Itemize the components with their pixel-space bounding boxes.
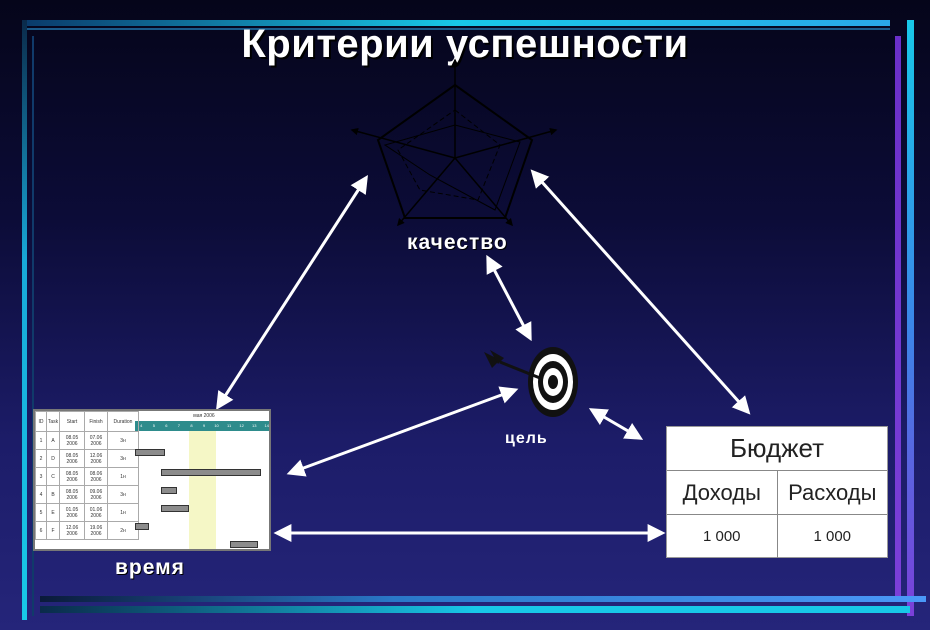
gantt-cell-task: B — [46, 485, 60, 504]
gantt-day: 9 — [202, 423, 206, 428]
gantt-cell-finish: 08.06 2006 — [84, 467, 108, 486]
frame-bottom-line — [40, 596, 926, 602]
gantt-cell-id: 4 — [35, 485, 47, 504]
arrow-goal-time — [286, 386, 519, 477]
gantt-cell-task: A — [46, 431, 60, 450]
gantt-day: 7 — [177, 423, 181, 428]
gantt-cell-task: E — [46, 503, 60, 522]
gantt-cell-finish: 09.06 2006 — [84, 485, 108, 504]
gantt-bar — [161, 469, 261, 476]
gantt-cell-finish: 12.06 2006 — [84, 449, 108, 468]
gantt-day: 10 — [214, 423, 219, 428]
gantt-cell-dur: 1н — [107, 467, 139, 486]
gantt-header-id: ID — [35, 411, 47, 432]
gantt-day: 5 — [152, 423, 155, 428]
gantt-bar — [161, 505, 189, 512]
gantt-day: 12 — [239, 423, 244, 428]
gantt-cell-dur: 1н — [107, 503, 139, 522]
gantt-day: 4 — [140, 423, 143, 428]
gantt-day: 14 — [264, 423, 269, 428]
budget-expense-header: Расходы — [776, 471, 888, 514]
arrow-quality-time — [216, 174, 368, 411]
gantt-day: 8 — [190, 423, 193, 428]
gantt-header-duration: Duration — [107, 411, 139, 432]
time-label: время — [115, 556, 185, 579]
gantt-bar — [135, 523, 149, 530]
gantt-cell-task: C — [46, 467, 60, 486]
gantt-cell-start: 01.05 2006 — [59, 503, 85, 522]
arrow-goal-budget — [588, 408, 644, 440]
gantt-cell-start: 12.06 2006 — [59, 521, 85, 540]
gantt-cell-id: 3 — [35, 467, 47, 486]
frame-bottom-line-thin — [40, 606, 910, 613]
gantt-bar — [135, 449, 165, 456]
gantt-cell-dur: 3н — [107, 449, 139, 468]
radar-inner-shape — [397, 109, 501, 201]
gantt-cell-id: 2 — [35, 449, 47, 468]
radar-inner-shape-2 — [383, 124, 521, 211]
gantt-header-task: Task — [46, 411, 60, 432]
gantt-cell-start: 08.05 2006 — [59, 449, 85, 468]
gantt-cell-dur: 3н — [107, 485, 139, 504]
arrows — [216, 169, 751, 542]
gantt-cell-start: 08.05 2006 — [59, 431, 85, 450]
gantt-cell-dur: 3н — [107, 431, 139, 450]
gantt-cell-finish: 19.06 2006 — [84, 521, 108, 540]
frame-right-line-inner — [895, 36, 901, 596]
gantt-cell-finish: 07.06 2006 — [84, 431, 108, 450]
gantt-day: 6 — [165, 423, 168, 428]
quality-label: качество — [407, 231, 508, 254]
gantt-header-start: Start — [59, 411, 85, 432]
frame-right-line — [907, 20, 914, 616]
gantt-day: 11 — [227, 423, 232, 428]
target-icon — [484, 347, 578, 417]
frame-left-line — [22, 20, 27, 620]
slide-title: Критерии успешности — [241, 22, 689, 66]
budget-income-value: 1 000 — [702, 528, 741, 545]
gantt-cell-start: 08.05 2006 — [59, 467, 85, 486]
gantt-cell-dur: 2н — [107, 521, 139, 540]
gantt-cell-start: 08.05 2006 — [59, 485, 85, 504]
gantt-days: 4 5 6 7 8 9 10 11 12 13 14 — [135, 421, 269, 431]
frame-top-line — [24, 20, 890, 26]
arrow-quality-goal — [486, 254, 532, 342]
gantt-cell-id: 1 — [35, 431, 47, 450]
gantt-cell-finish: 01.06 2006 — [84, 503, 108, 522]
budget-expense-value: 1 000 — [776, 515, 888, 558]
gantt-cell-id: 6 — [35, 521, 47, 540]
budget-title: Бюджет — [667, 427, 887, 471]
gantt-header-finish: Finish — [84, 411, 108, 432]
gantt-day: 13 — [251, 423, 257, 428]
radar-outer-pentagon — [376, 83, 534, 219]
arrow-quality-budget — [530, 169, 751, 415]
gantt-cell-id: 5 — [35, 503, 47, 522]
gantt-highlight — [189, 431, 216, 549]
frame-left-line-thin — [32, 36, 34, 616]
goal-label: цель — [505, 430, 548, 447]
frame-top-line-thin — [24, 28, 890, 30]
gantt-cell-task: D — [46, 449, 60, 468]
budget-income-header: Доходы — [682, 479, 761, 505]
gantt-cell-task: F — [46, 521, 60, 540]
budget-table: Бюджет Доходы Расходы 1 000 1 000 — [666, 426, 888, 558]
quality-radar-icon — [350, 58, 558, 227]
gantt-bar — [161, 487, 177, 494]
gantt-bar — [230, 541, 258, 548]
